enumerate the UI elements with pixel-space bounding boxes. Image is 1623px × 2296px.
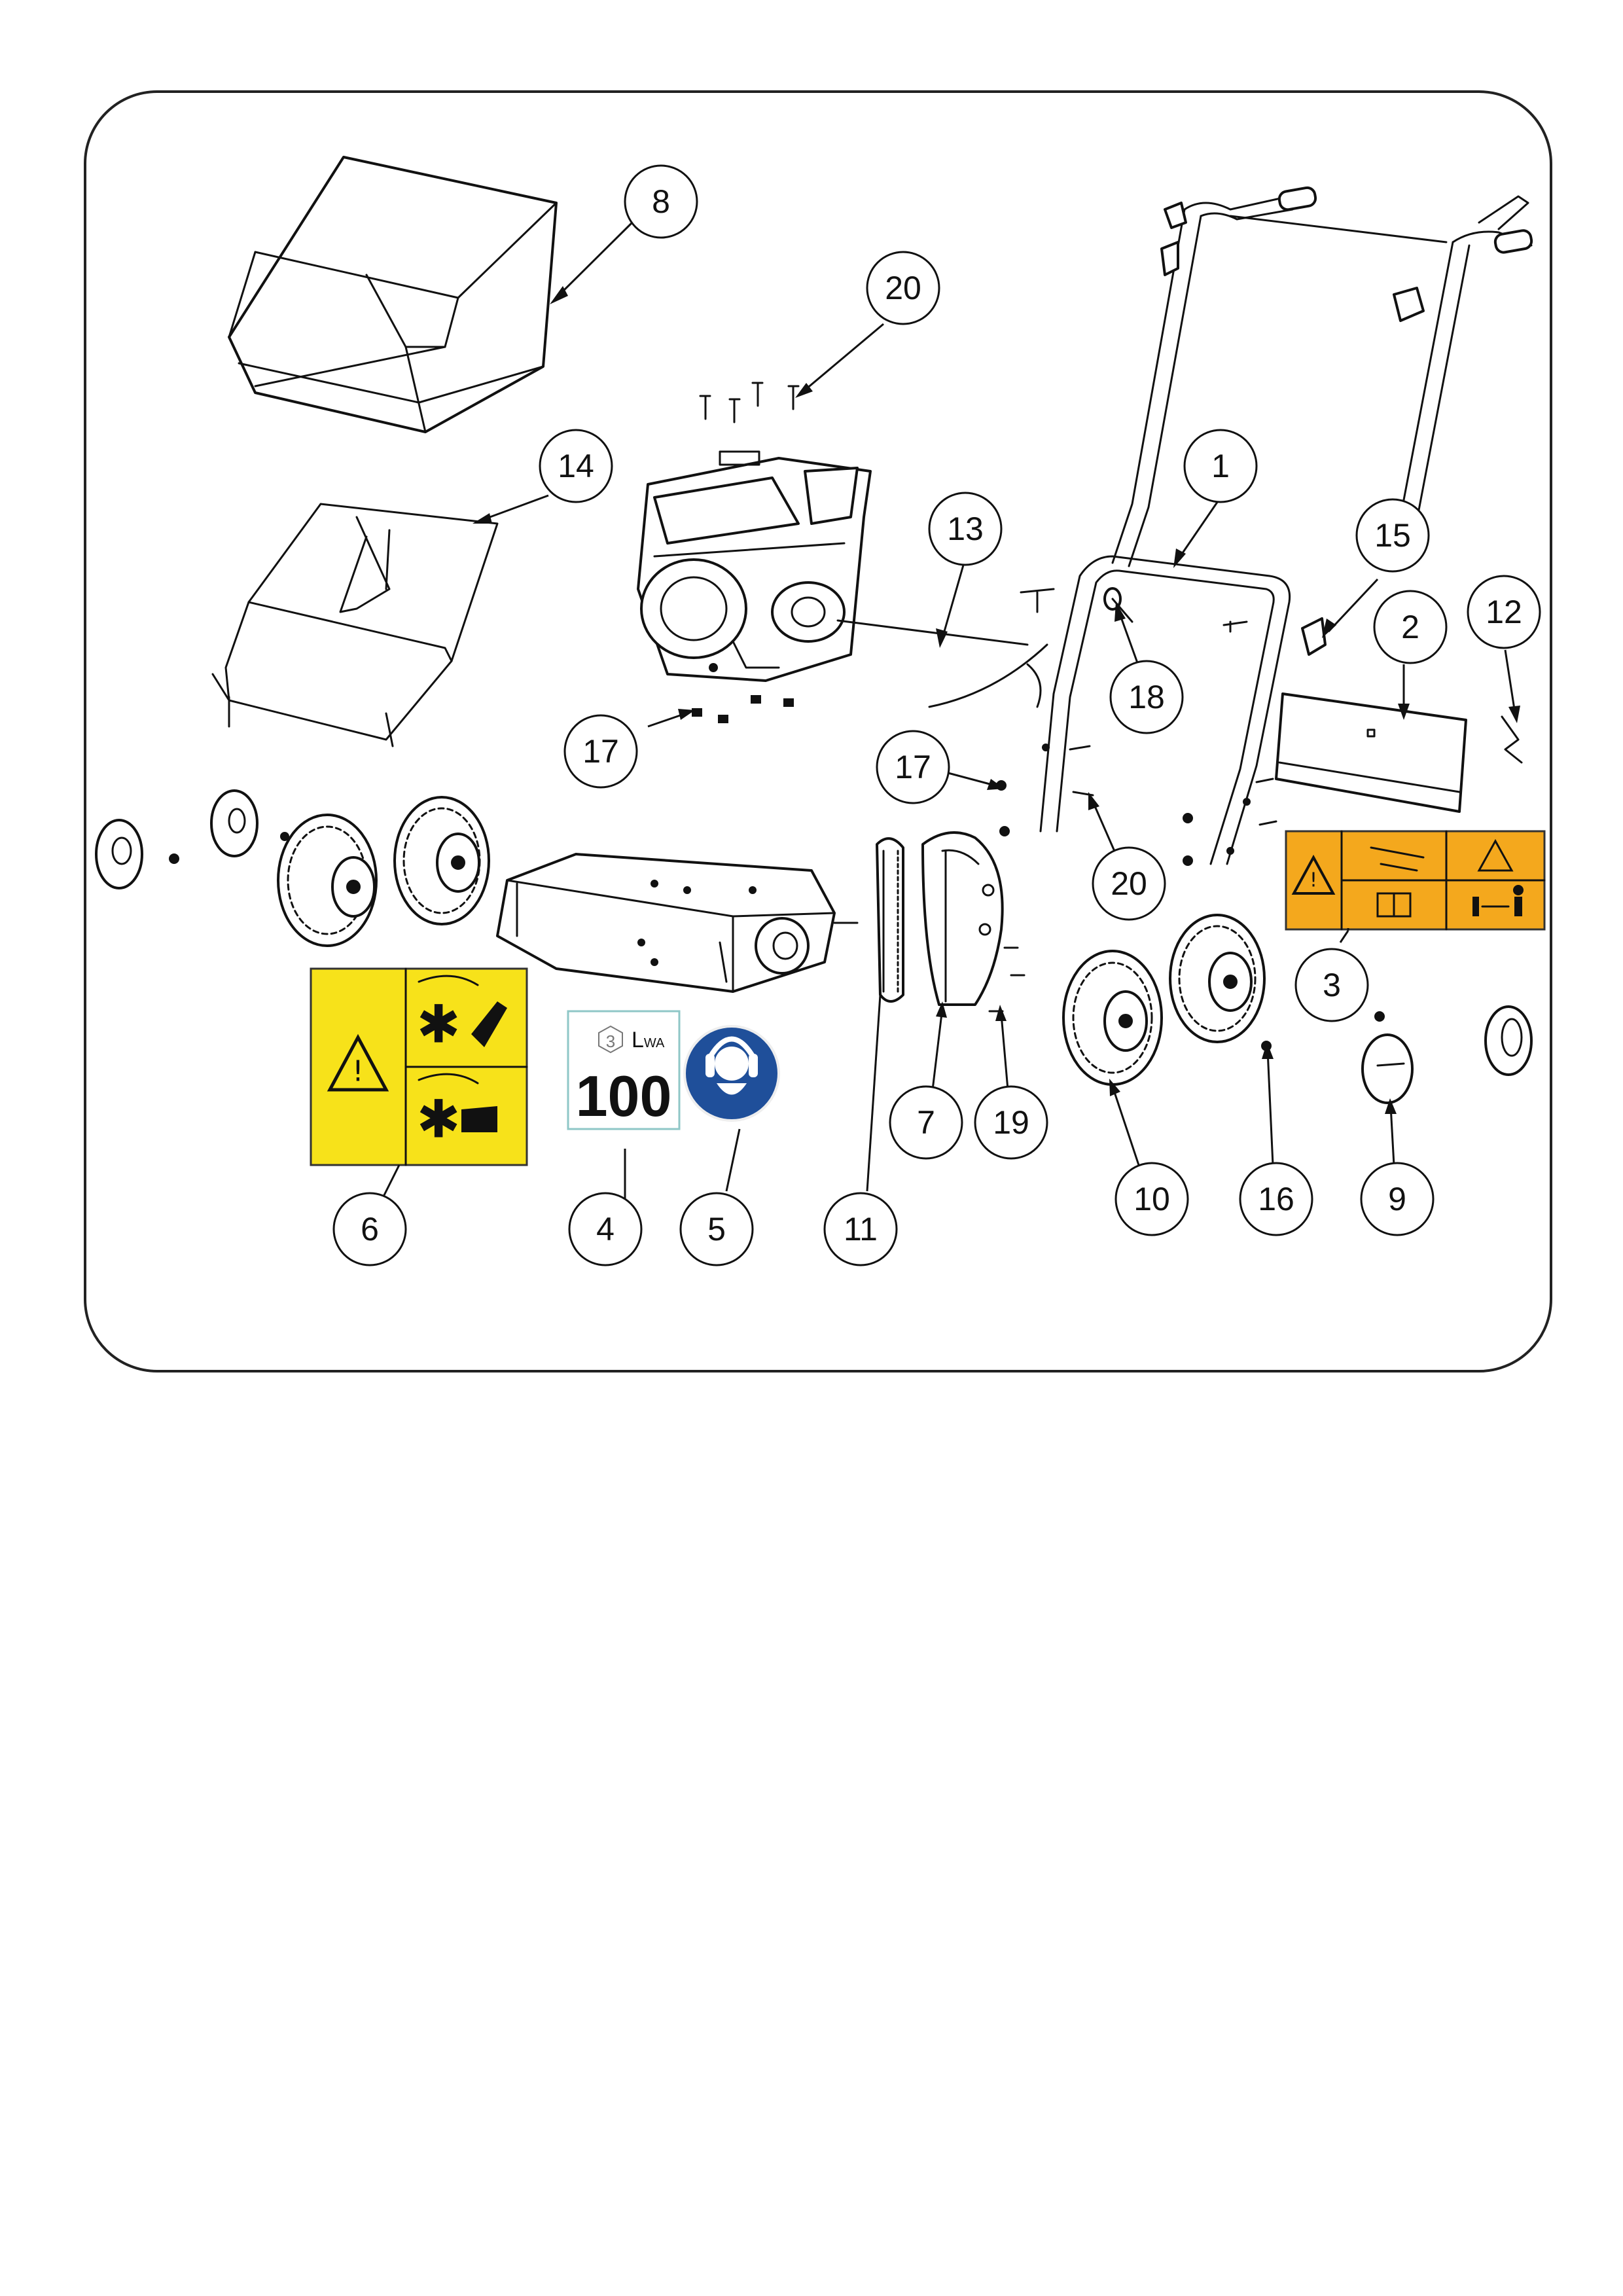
callout-13-label: 13	[947, 511, 984, 547]
bolts-top	[699, 382, 800, 423]
left-hubcap-inner	[210, 789, 259, 857]
lever-15	[1301, 617, 1327, 656]
warning-triangle-icon	[327, 1033, 389, 1092]
callout-17-mid: 17	[876, 730, 950, 804]
callout-14: 14	[539, 429, 613, 503]
sound-badge-number: 3	[606, 1031, 615, 1051]
catcher-frame	[211, 503, 499, 747]
callout-2-label: 2	[1401, 609, 1419, 645]
callout-17-mid-label: 17	[895, 749, 931, 785]
exclamation-icon: !	[352, 1055, 364, 1088]
rotating-blade-icon-2: ✱	[416, 1089, 460, 1150]
callout-20-mid: 20	[1092, 846, 1166, 921]
yellow-warning-label: ! ✱ ✱	[310, 967, 528, 1166]
callout-15-label: 15	[1374, 517, 1411, 554]
leader-lines	[382, 220, 1520, 1201]
callout-17-top-label: 17	[582, 733, 619, 770]
callout-5-label: 5	[707, 1211, 726, 1247]
right-nut	[1374, 1011, 1385, 1022]
callout-11: 11	[823, 1192, 898, 1266]
rotating-blade-icon: ✱	[416, 994, 460, 1055]
callout-8: 8	[624, 164, 698, 239]
callout-11-label: 11	[844, 1211, 878, 1247]
left-rear-wheel	[277, 814, 378, 947]
left-axle-nut	[169, 853, 179, 864]
callout-8-label: 8	[652, 183, 670, 220]
callout-7: 7	[889, 1085, 963, 1160]
callout-16-label: 16	[1258, 1181, 1294, 1217]
callout-10: 10	[1115, 1162, 1189, 1236]
right-hubcap-9	[1361, 1033, 1414, 1104]
callout-1: 1	[1183, 429, 1258, 503]
callout-20-mid-label: 20	[1111, 865, 1147, 902]
clip-12	[1501, 715, 1523, 764]
callout-10-label: 10	[1133, 1181, 1170, 1217]
drive-belt	[876, 837, 904, 1003]
sound-power-label: 3 LWA 100	[567, 1010, 681, 1130]
sound-unit: LWA	[632, 1028, 665, 1052]
callout-12-label: 12	[1486, 594, 1522, 630]
callout-15: 15	[1355, 498, 1430, 573]
callout-2: 2	[1373, 590, 1448, 664]
callout-5: 5	[679, 1192, 754, 1266]
callout-6: 6	[332, 1192, 407, 1266]
ear-protection-icon	[715, 1047, 749, 1081]
callout-16: 16	[1239, 1162, 1313, 1236]
sound-level-badge-icon	[598, 1025, 623, 1054]
person-icon	[1513, 885, 1524, 895]
left-front-wheel	[393, 796, 490, 925]
engine	[637, 450, 872, 682]
callout-20-top: 20	[866, 251, 940, 325]
callout-14-label: 14	[558, 448, 594, 484]
callout-19-label: 19	[993, 1104, 1029, 1141]
right-rear-wheel-1	[1062, 950, 1163, 1086]
nuts-top	[692, 695, 794, 723]
hand-icon	[471, 1001, 507, 1047]
callout-6-label: 6	[361, 1211, 379, 1247]
bolt-18	[1103, 587, 1248, 633]
callout-9-label: 9	[1388, 1181, 1406, 1217]
callout-7-label: 7	[917, 1104, 935, 1141]
exclamation-icon: !	[1310, 869, 1317, 892]
callout-3: 3	[1294, 948, 1369, 1022]
foot-icon	[461, 1106, 497, 1132]
callout-20-top-label: 20	[885, 270, 921, 306]
warning-triangle-small-icon	[1477, 838, 1514, 872]
callout-18-label: 18	[1128, 679, 1165, 715]
left-washer	[280, 832, 289, 841]
throttle-cable	[836, 588, 1055, 708]
callout-4: 4	[568, 1192, 643, 1266]
callout-19: 19	[974, 1085, 1048, 1160]
callout-18: 18	[1109, 660, 1184, 734]
callout-17-top: 17	[563, 714, 638, 789]
right-hubcap-outer	[1484, 1005, 1533, 1076]
callout-4-label: 4	[596, 1211, 615, 1247]
distance-bar-icon	[1472, 897, 1479, 916]
callout-13: 13	[928, 492, 1003, 566]
grass-catcher	[228, 156, 558, 433]
deflector-plate	[1275, 692, 1467, 813]
orange-warning-label: !	[1285, 830, 1546, 931]
ear-protection-sign	[683, 1025, 780, 1122]
left-hubcap-outer	[95, 819, 143, 889]
callout-1-label: 1	[1211, 448, 1230, 484]
sound-value: 100	[576, 1064, 672, 1128]
callout-12: 12	[1467, 575, 1541, 649]
diagram-frame	[84, 90, 1552, 1372]
belt-cover	[921, 831, 1004, 1006]
right-rear-wheel-2	[1169, 914, 1266, 1043]
warning-triangle-icon	[1291, 854, 1336, 895]
callout-9: 9	[1360, 1162, 1435, 1236]
callout-3-label: 3	[1323, 967, 1341, 1003]
deck-chassis	[496, 853, 859, 993]
